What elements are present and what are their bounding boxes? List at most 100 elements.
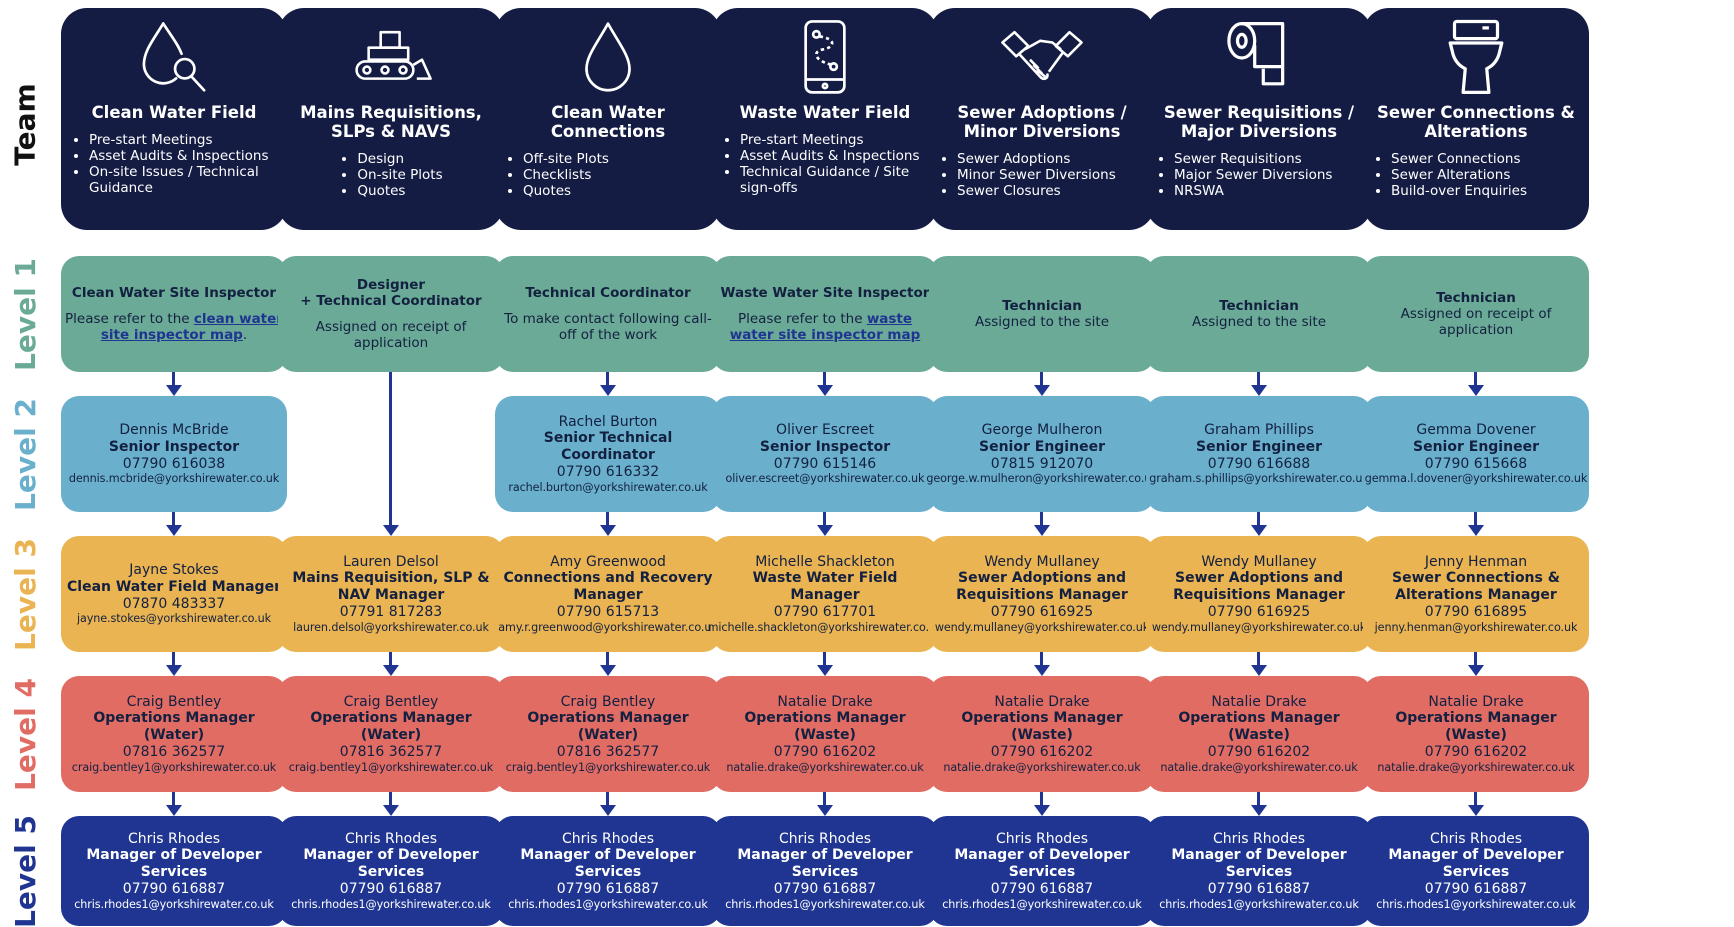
email-address: gemma.l.dovener@yorkshirewater.co.uk — [1364, 472, 1588, 486]
job-title: Manager of Developer Services — [520, 847, 696, 881]
team-duty-item: Quotes — [523, 183, 711, 200]
email-address: oliver.escreet@yorkshirewater.co.uk — [725, 472, 925, 486]
phone-number: 07790 616202 — [773, 744, 877, 761]
email-address: chris.rhodes1@yorkshirewater.co.uk — [725, 897, 925, 911]
phone-number: 07790 616688 — [1207, 455, 1311, 472]
email-address: chris.rhodes1@yorkshirewater.co.uk — [508, 897, 708, 911]
team-card: Clean Water FieldPre-start MeetingsAsset… — [61, 8, 287, 230]
inspector-map-link[interactable]: waste water site inspector map — [729, 310, 921, 344]
phone-number: 07815 912070 — [990, 455, 1094, 472]
level-1-note: To make contact following call-off of th… — [504, 310, 712, 344]
team-duties-list: Sewer RequisitionsMajor Sewer Diversions… — [1156, 151, 1362, 200]
level-1-role: Technician — [1219, 297, 1299, 314]
phone-number: 07816 362577 — [556, 744, 660, 761]
team-duties-list: DesignOn-site PlotsQuotes — [339, 151, 442, 200]
level-1-note: Assigned on receipt of application — [315, 319, 467, 352]
team-card: Sewer Adoptions / Minor DiversionsSewer … — [929, 8, 1155, 230]
person-name: Jayne Stokes — [129, 562, 219, 579]
email-address: graham.s.phillips@yorkshirewater.co.uk — [1149, 472, 1369, 486]
job-title: Senior Inspector — [108, 438, 240, 455]
person-name: Lauren Delsol — [343, 553, 439, 570]
team-column: Sewer Connections & AlterationsSewer Con… — [1363, 0, 1589, 926]
team-title: Mains Requisitions, SLPs & NAVS — [300, 103, 482, 141]
person-name: Amy Greenwood — [550, 553, 666, 570]
level-1-note-text: Please refer to the — [737, 310, 867, 327]
team-card: Sewer Requisitions / Major DiversionsSew… — [1146, 8, 1372, 230]
row-label-level-4: Level 4 — [8, 677, 42, 791]
team-title: Sewer Adoptions / Minor Diversions — [957, 103, 1127, 141]
person-name: Dennis McBride — [119, 422, 229, 439]
down-arrow-icon — [816, 652, 833, 676]
job-title: Clean Water Field Manager — [67, 578, 281, 595]
down-arrow-icon — [816, 512, 833, 536]
job-title: Senior Engineer — [979, 438, 1105, 455]
team-column: Mains Requisitions, SLPs & NAVS DesignOn-… — [278, 0, 504, 926]
inspector-map-link[interactable]: clean water site inspector map — [100, 310, 283, 344]
team-duty-item: Pre-start Meetings — [740, 132, 928, 149]
person-name: Natalie Drake — [777, 693, 873, 710]
email-address: chris.rhodes1@yorkshirewater.co.uk — [942, 897, 1142, 911]
job-title: Operations Manager (Waste) — [961, 710, 1123, 744]
email-address: lauren.delsol@yorkshirewater.co.uk — [293, 620, 489, 634]
phone-number: 07790 615668 — [1424, 455, 1528, 472]
down-arrow-icon — [165, 372, 182, 396]
phone-map-route-icon — [782, 18, 868, 98]
job-title: Senior Inspector — [759, 438, 891, 455]
team-column: Waste Water FieldPre-start MeetingsAsset… — [708, 0, 943, 926]
down-arrow-icon — [1250, 512, 1267, 536]
team-card: Waste Water FieldPre-start MeetingsAsset… — [712, 8, 938, 230]
phone-number: 07870 483337 — [122, 595, 226, 612]
level-1-note-text: Please refer to the — [65, 310, 194, 327]
level-1-note-end: . — [242, 327, 248, 344]
level-1-role: Designer + Technical Coordinator — [300, 276, 482, 309]
team-column: Clean Water ConnectionsOff-site PlotsChe… — [495, 0, 721, 926]
down-arrow-icon — [1033, 792, 1050, 816]
phone-number: 07790 616887 — [990, 881, 1094, 898]
email-address: jenny.henman@yorkshirewater.co.uk — [1374, 620, 1578, 634]
row-label-level-3: Level 3 — [8, 537, 42, 651]
team-column: Sewer Adoptions / Minor DiversionsSewer … — [926, 0, 1158, 926]
email-address: wendy.mullaney@yorkshirewater.co.uk — [1151, 620, 1367, 634]
team-duty-item: Minor Sewer Diversions — [957, 167, 1145, 184]
person-name: Graham Phillips — [1204, 422, 1314, 439]
phone-number: 07790 616887 — [1424, 881, 1528, 898]
water-drop-magnifier-icon — [131, 18, 217, 98]
phone-number: 07790 616887 — [122, 881, 226, 898]
phone-number: 07790 616887 — [1207, 881, 1311, 898]
team-column: Clean Water FieldPre-start MeetingsAsset… — [61, 0, 287, 926]
phone-number: 07790 616925 — [990, 604, 1094, 621]
down-arrow-icon — [1250, 652, 1267, 676]
email-address: chris.rhodes1@yorkshirewater.co.uk — [1159, 897, 1359, 911]
down-arrow-icon — [165, 652, 182, 676]
team-card: Clean Water ConnectionsOff-site PlotsChe… — [495, 8, 721, 230]
toilet-icon — [1433, 18, 1519, 98]
person-name: Jenny Henman — [1424, 553, 1528, 570]
phone-number: 07790 616202 — [1207, 744, 1311, 761]
level-1-card: Technical Coordinator To make contact fol… — [495, 256, 721, 372]
phone-number: 07816 362577 — [339, 744, 443, 761]
person-name: Chris Rhodes — [996, 830, 1088, 847]
email-address: wendy.mullaney@yorkshirewater.co.uk — [934, 620, 1150, 634]
person-name: Oliver Escreet — [776, 422, 874, 439]
team-duty-item: Quotes — [357, 183, 442, 200]
person-name: Wendy Mullaney — [1201, 553, 1317, 570]
level-1-role: Technical Coordinator — [525, 284, 691, 301]
team-column: Sewer Requisitions / Major DiversionsSew… — [1146, 0, 1372, 926]
